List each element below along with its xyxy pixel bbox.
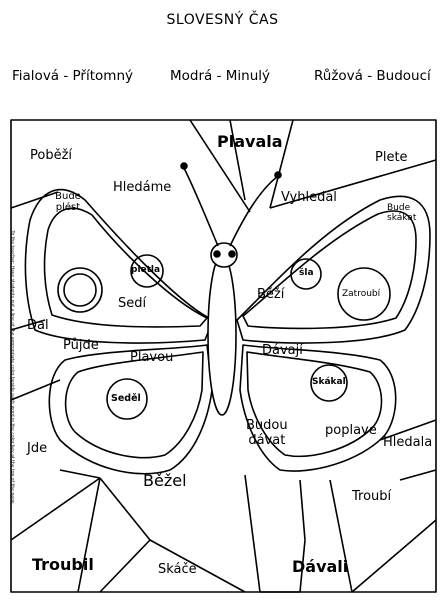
- upper-left-wing: [24, 188, 214, 344]
- butterfly-head: [210, 242, 238, 268]
- word-skakal: Skákal: [312, 377, 346, 387]
- word-jde: Jde: [27, 441, 48, 456]
- word-pletla: pletla: [131, 265, 161, 275]
- word-hledala: Hledala: [383, 435, 433, 450]
- worksheet-title: SLOVESNÝ ČAS: [166, 12, 279, 28]
- spot-skakal: [310, 364, 348, 402]
- word-davaji: Dávají: [262, 343, 303, 358]
- word-plete: Plete: [375, 150, 408, 165]
- word-pujde: Půjde: [63, 338, 99, 353]
- word-sedel: Seděl: [111, 393, 141, 404]
- lower-left-wing-inner: [64, 351, 204, 459]
- antenna-left: [183, 167, 219, 247]
- butterfly-body: [207, 254, 237, 416]
- word-davali: Dávali: [292, 557, 349, 576]
- word-plavala: Plavala: [217, 132, 283, 151]
- word-hledame: Hledáme: [113, 180, 172, 195]
- spot-sla: [290, 258, 322, 290]
- word-troubil: Troubil: [32, 555, 94, 574]
- lower-right-wing: [239, 344, 397, 472]
- word-bezi: Běží: [257, 287, 285, 302]
- spot-left-big-inner: [63, 273, 97, 307]
- word-sedi: Sedí: [118, 296, 147, 311]
- region-lines: [10, 119, 437, 593]
- spot-zatroubi: [337, 267, 391, 321]
- upper-left-wing-inner: [43, 207, 208, 328]
- word-budou-davat: Budou dávat: [246, 418, 288, 448]
- frame: [10, 119, 437, 593]
- word-plavou: Plavou: [130, 350, 174, 365]
- word-sla: šla: [299, 268, 314, 278]
- spot-sedel: [106, 378, 148, 420]
- word-troubi: Troubí: [352, 489, 392, 504]
- word-vyhledal: Vyhledal: [281, 190, 337, 205]
- upper-right-wing-inner: [242, 210, 417, 330]
- lower-left-wing: [48, 344, 213, 475]
- word-bezel: Běžel: [143, 471, 187, 490]
- word-poplave: poplave: [325, 423, 377, 438]
- word-pobezi: Poběží: [30, 148, 73, 163]
- word-bude-skakat: Bude skákat: [387, 203, 417, 223]
- teacher-note: To the teacher: Have students put a line…: [9, 230, 15, 506]
- legend-past: Modrá - Minulý: [170, 68, 271, 84]
- word-skace: Skáče: [158, 562, 197, 577]
- word-bude-plest: Bude plést: [55, 191, 81, 213]
- word-dal: Dal: [27, 318, 49, 333]
- spot-left-big: [57, 267, 103, 313]
- lower-right-wing-inner: [246, 351, 383, 458]
- legend-future: Růžová - Budoucí: [314, 68, 431, 84]
- legend-present: Fialová - Přítomný: [12, 68, 133, 84]
- upper-right-wing: [236, 195, 431, 344]
- spot-pletla: [130, 254, 164, 288]
- word-zatroubi: Zatroubí: [342, 289, 381, 299]
- antenna-right: [229, 175, 279, 247]
